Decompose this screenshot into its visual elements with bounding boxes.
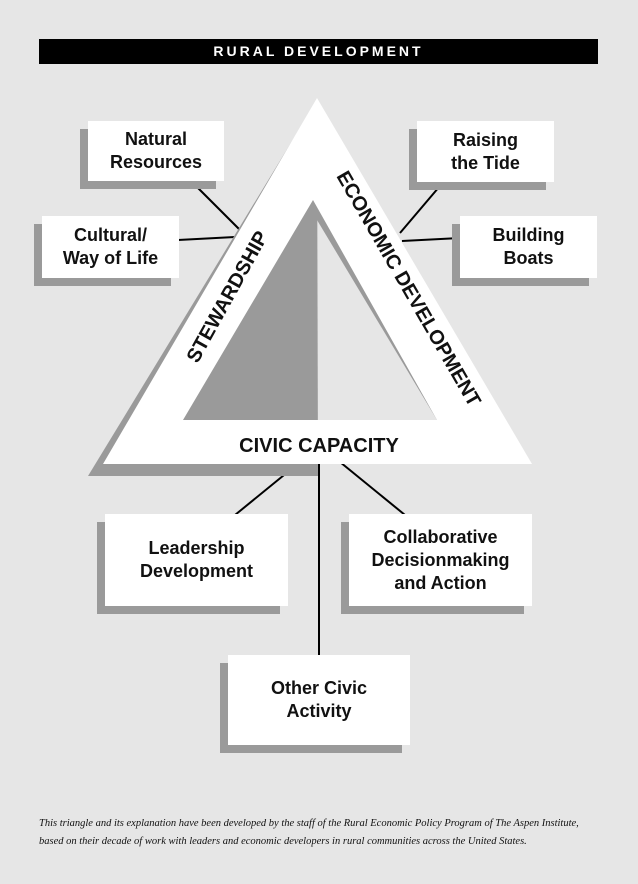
connector-raising-tide (399, 179, 446, 234)
other-civic-activity-box: Other Civic Activity (228, 655, 410, 745)
connector-collaborative (339, 461, 406, 516)
triangle-outer-shadow (88, 100, 318, 476)
connector-building-boats (401, 237, 461, 242)
cultural-way-of-life-box: Cultural/ Way of Life (42, 216, 179, 278)
civic-capacity-label: CIVIC CAPACITY (239, 435, 399, 457)
connector-cultural (177, 236, 236, 241)
caption-text: This triangle and its explanation have b… (39, 818, 579, 847)
economic-development-label: ECONOMIC DEVELOPMENT (332, 168, 485, 411)
triangle-shape (103, 98, 532, 464)
connector-natural-resources (189, 179, 241, 231)
raising-the-tide-box: Raising the Tide (417, 121, 554, 182)
collaborative-decisionmaking-box: Collaborative Decisionmaking and Action (349, 514, 532, 606)
building-boats-box: Building Boats (460, 216, 597, 278)
natural-resources-box: Natural Resources (88, 121, 224, 181)
page-title: RURAL DEVELOPMENT (39, 39, 598, 64)
leadership-development-box: Leadership Development (105, 514, 288, 606)
